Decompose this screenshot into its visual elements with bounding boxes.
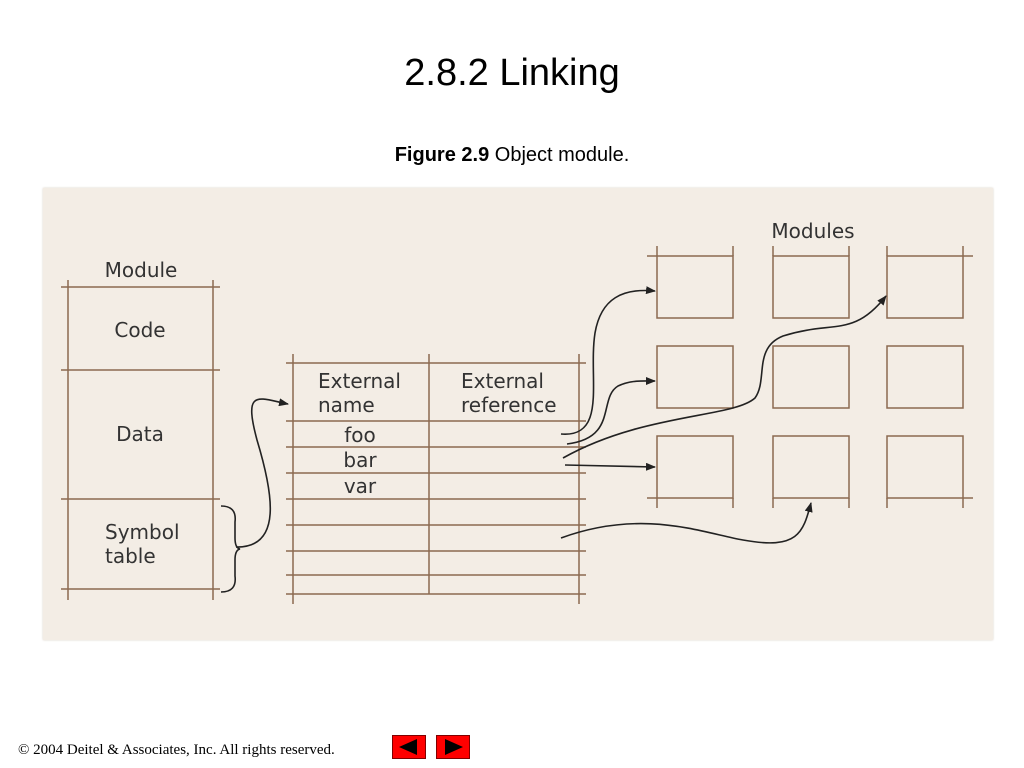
bar-reference-arrow: [562, 295, 887, 459]
header-external-name-line1: External: [318, 369, 401, 393]
table-row-foo: foo: [344, 423, 376, 447]
header-external-reference-line1: External: [461, 369, 544, 393]
figure-panel: Module Code Data Symbol table External n…: [43, 188, 993, 640]
foo-reference-arrow: [560, 286, 656, 435]
figure-caption-text: Object module.: [494, 144, 630, 166]
header-external-reference-line2: reference: [461, 393, 557, 417]
module-symbol-label: Symbol: [105, 520, 180, 544]
right-arrow-icon: [437, 736, 469, 758]
previous-slide-button[interactable]: [392, 735, 426, 759]
symbol-table-arrow: [235, 398, 289, 548]
modules-heading: Modules: [771, 219, 854, 243]
next-slide-button[interactable]: [436, 735, 470, 759]
module-code-label: Code: [114, 318, 165, 342]
slide-title: 2.8.2 Linking: [404, 52, 620, 94]
module-box: [61, 280, 220, 600]
header-external-name-line2: name: [318, 393, 375, 417]
var-reference-arrow: [560, 502, 813, 544]
figure-caption: Figure 2.9 Object module.: [0, 144, 1024, 167]
copyright-footer: © 2004 Deitel & Associates, Inc. All rig…: [18, 742, 335, 758]
module-data-label: Data: [116, 422, 164, 446]
bar-second-arrow: [564, 462, 656, 471]
symbol-table-brace: [220, 505, 241, 593]
module-table-label: table: [105, 544, 156, 568]
foo-second-arrow: [566, 376, 656, 445]
module-heading: Module: [105, 258, 178, 282]
table-row-var: var: [344, 474, 377, 498]
figure-caption-label: Figure 2.9: [394, 144, 490, 166]
table-row-bar: bar: [343, 448, 377, 472]
modules-grid: [647, 246, 973, 508]
link-arrows: [235, 286, 887, 548]
left-arrow-icon: [393, 736, 425, 758]
object-module-diagram: Module Code Data Symbol table External n…: [61, 219, 973, 604]
symbol-table-grid: [286, 354, 586, 604]
